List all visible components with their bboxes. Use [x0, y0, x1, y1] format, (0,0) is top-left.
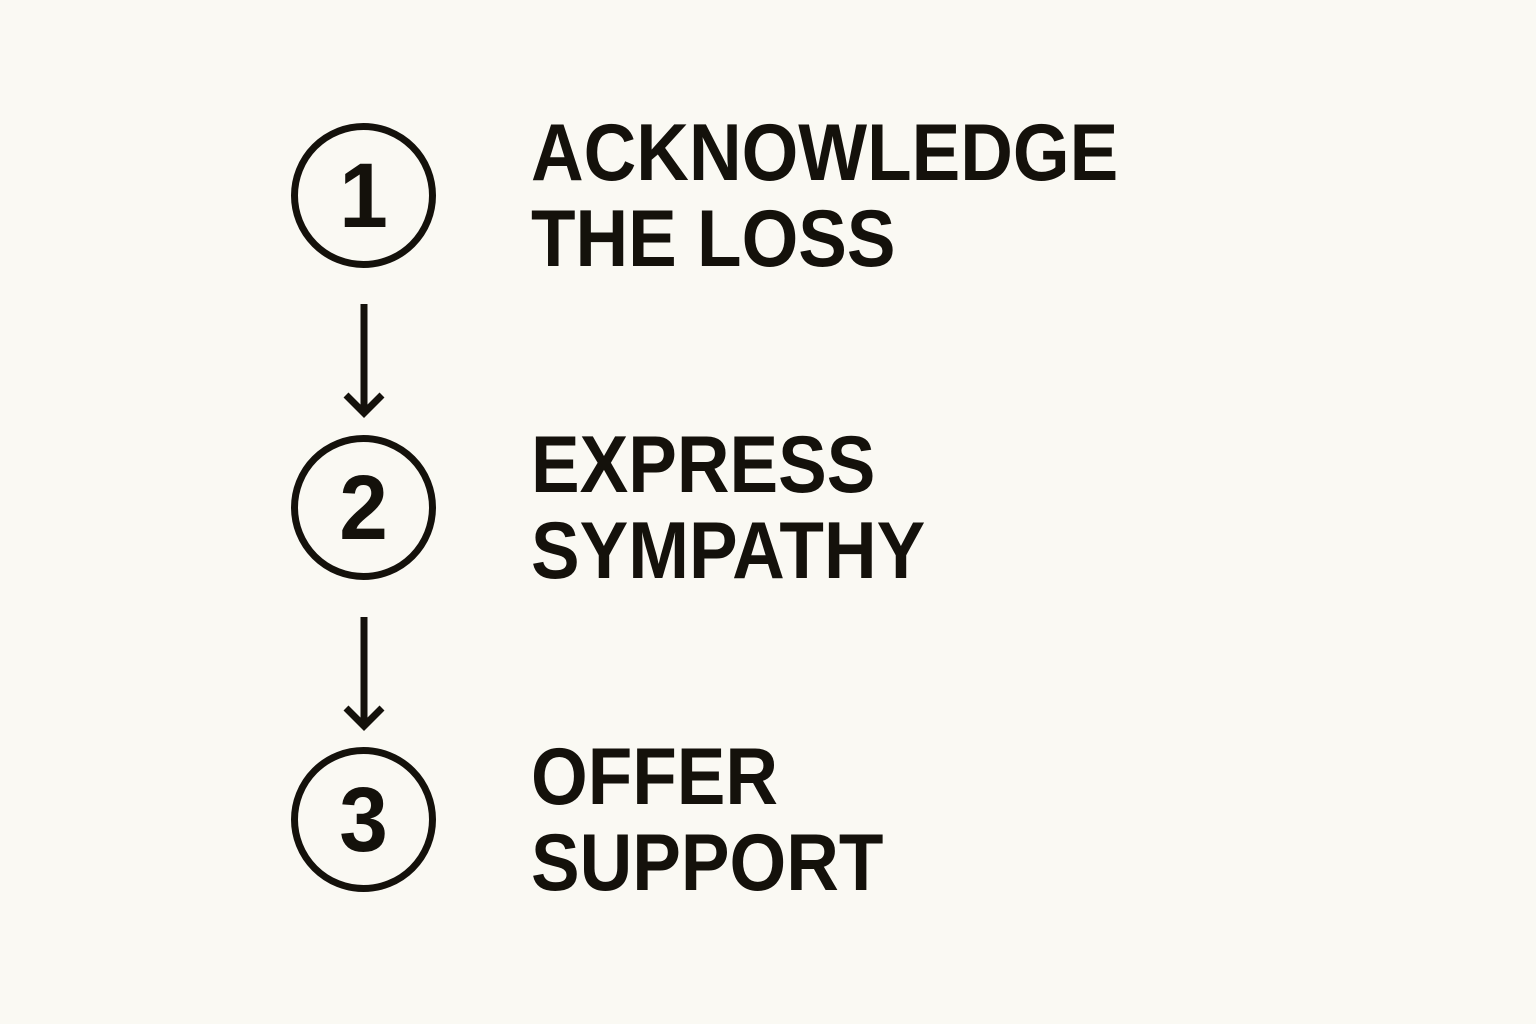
step-3: 3 OFFER SUPPORT: [291, 734, 923, 906]
step-3-label-line1: OFFER: [531, 731, 779, 822]
step-2-number: 2: [339, 456, 388, 559]
step-2-number-circle: 2: [291, 435, 436, 580]
step-2-label-line1: EXPRESS: [531, 419, 876, 510]
step-2-label-line2: SYMPATHY: [531, 505, 926, 596]
step-3-number-circle: 3: [291, 747, 436, 892]
step-1: 1 ACKNOWLEDGE THE LOSS: [291, 110, 1183, 282]
step-2: 2 EXPRESS SYMPATHY: [291, 422, 969, 594]
step-1-number-circle: 1: [291, 123, 436, 268]
step-3-label-line2: SUPPORT: [531, 817, 884, 908]
step-1-label-line2: THE LOSS: [531, 193, 896, 284]
down-arrow-icon: [342, 615, 386, 733]
step-1-label: ACKNOWLEDGE THE LOSS: [531, 110, 1118, 282]
step-3-label: OFFER SUPPORT: [531, 734, 883, 906]
step-2-label: EXPRESS SYMPATHY: [531, 422, 925, 594]
step-1-label-line1: ACKNOWLEDGE: [531, 107, 1119, 198]
down-arrow-icon: [342, 302, 386, 420]
step-3-number: 3: [339, 768, 388, 871]
step-1-number: 1: [339, 144, 388, 247]
